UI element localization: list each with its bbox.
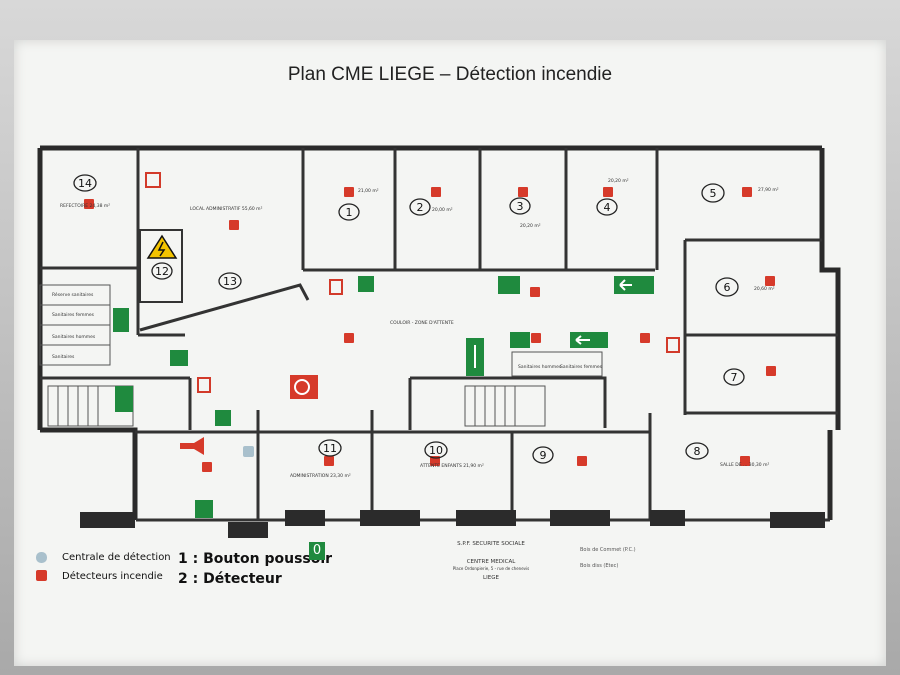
key-detector: 2 : Détecteur <box>178 571 282 587</box>
central-legend-swatch <box>36 552 47 563</box>
electrical-hazard-icon <box>146 234 178 259</box>
room-label-5: 27,90 m² <box>758 187 779 193</box>
room-number-4: 4 <box>604 201 611 214</box>
paper-sheet <box>14 40 886 666</box>
room-label-2: 20,00 m² <box>432 207 453 213</box>
room-number-circles <box>73 174 745 464</box>
stamp-line4: LIEGE <box>483 575 499 581</box>
exit-arrow-icon <box>474 279 632 368</box>
handwritten-note-1: Bois de Commet (P.C.) <box>580 547 636 553</box>
room-label-14: REFECTOIRE 24,38 m² <box>60 203 110 209</box>
room-label-8: SALLE DE ... 30,30 m² <box>720 462 769 468</box>
room-number-11: 11 <box>323 442 337 455</box>
toilet-label-5: Sanitaires <box>52 354 75 360</box>
toilet-label-4: Sanitaires femmes <box>560 364 603 370</box>
room-number-5: 5 <box>710 187 717 200</box>
room-number-2: 2 <box>417 201 424 214</box>
room-number-9: 9 <box>540 449 547 462</box>
room-label-1: 21,00 m² <box>358 188 379 194</box>
room-numbers: 14 13 12 1 2 3 4 5 6 7 8 9 10 11 <box>78 177 738 462</box>
handwritten-notes: Bois de Commet (P.C.) Bois diss (Etec) <box>580 547 636 569</box>
corridor-label: COULOIR - ZONE D'ATTENTE <box>390 320 454 326</box>
room-number-1: 1 <box>346 206 353 219</box>
plan-title: Plan CME LIEGE – Détection incendie <box>287 64 613 85</box>
stamp: S.P.F. SECURITE SOCIALE CENTRE MEDICAL P… <box>453 541 530 581</box>
stamp-line1: S.P.F. SECURITE SOCIALE <box>457 541 525 547</box>
push-button-icon: 0 <box>309 542 325 560</box>
windows <box>80 510 825 538</box>
room-number-14: 14 <box>78 177 92 190</box>
room-label-4: 20,20 m² <box>608 178 629 184</box>
horn-icon <box>180 437 204 455</box>
toilet-label-1: Sanitaires femmes <box>52 312 95 318</box>
room-number-3: 3 <box>517 200 524 213</box>
stamp-line3: Place Ordonpierie, 5 - rue de chenevis <box>453 566 530 571</box>
central-legend-label: Centrale de détection <box>62 552 171 563</box>
interior-walls <box>40 148 838 522</box>
detection-central-icon <box>243 446 254 457</box>
room-labels: REFECTOIRE 24,38 m² LOCAL ADMINISTRATIF … <box>52 178 779 479</box>
room-number-6: 6 <box>724 281 731 294</box>
toilet-label-0: Réserve sanitaires <box>52 291 94 298</box>
electrical-panel-room <box>139 229 183 303</box>
exit-signs <box>113 276 654 518</box>
room-label-13: LOCAL ADMINISTRATIF 55,60 m² <box>190 206 263 212</box>
stamp-line2: CENTRE MEDICAL <box>467 559 517 565</box>
room-label-10: ATTENTE ENFANTS 21,90 m² <box>420 463 484 469</box>
handwritten-note-2: Bois diss (Etec) <box>580 563 618 569</box>
key-push-button: 1 : Bouton poussoir <box>178 551 333 567</box>
fire-detectors <box>84 187 776 472</box>
room-label-6: 20,60 m² <box>754 286 775 292</box>
fire-alarm-box-icons <box>145 172 680 393</box>
room-number-10: 10 <box>429 444 443 457</box>
room-number-8: 8 <box>694 445 701 458</box>
room-number-12: 12 <box>155 265 169 278</box>
toilet-label-2: Sanitaires hommes <box>52 334 96 340</box>
room-label-11: ADMINISTRATION 23,30 m² <box>290 473 351 479</box>
detector-legend-label: Détecteurs incendie <box>62 571 163 582</box>
room-number-7: 7 <box>731 371 738 384</box>
detector-legend-swatch <box>36 570 47 581</box>
room-number-13: 13 <box>223 275 237 288</box>
toilet-label-3: Sanitaires hommes <box>518 364 562 370</box>
fire-hose-reel <box>294 379 310 395</box>
room-label-3: 20,20 m² <box>520 223 541 229</box>
